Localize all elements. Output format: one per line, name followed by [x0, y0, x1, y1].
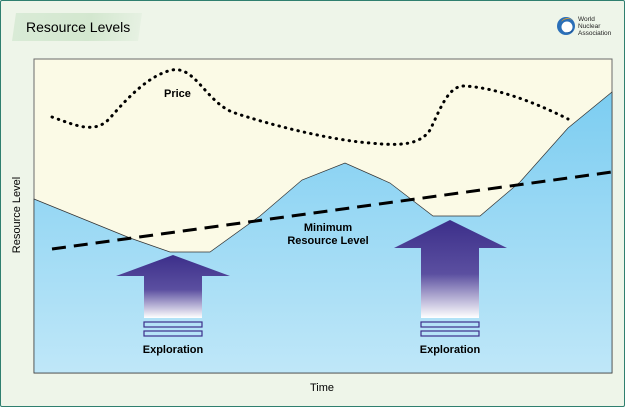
y-axis-label: Resource Level [11, 176, 23, 254]
logo-line-3: Association [578, 30, 612, 37]
minimum-resource-line [51, 170, 613, 251]
minimum-resource-label: Minimum Resource Level [283, 222, 373, 248]
price-label: Price [164, 88, 191, 100]
figure-title: Resource Levels [26, 19, 131, 35]
logo-wordmark: World Nuclear Association [578, 16, 611, 37]
minimum-label-line-2: Resource Level [287, 235, 369, 247]
exploration-arrow-right [394, 220, 507, 337]
minimum-label-line-1: Minimum [303, 222, 353, 234]
logo-line-2: Nuclear [578, 23, 601, 30]
x-axis-label: Time [310, 382, 335, 394]
price-curve [50, 68, 570, 146]
logo-line-1: World [578, 16, 595, 23]
exploration-arrow-left [116, 255, 230, 337]
exploration-label-right: Exploration [419, 344, 481, 356]
wna-logo-icon [557, 17, 575, 35]
exploration-label-left: Exploration [142, 344, 204, 356]
